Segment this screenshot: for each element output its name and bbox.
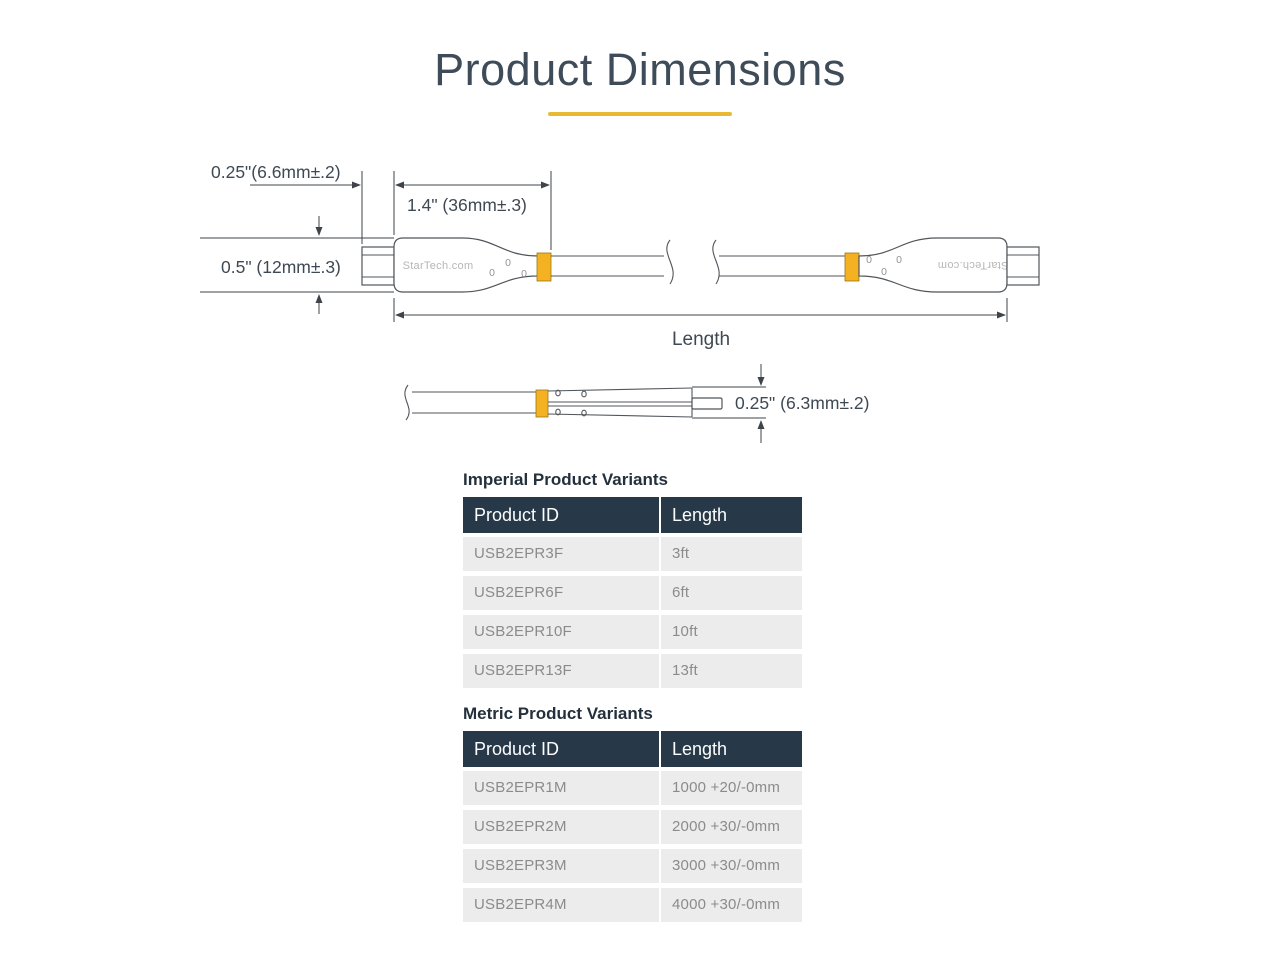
connector-thickness-label: 0.25" (6.3mm±.2) [735,393,869,413]
cable-break-squiggle [666,239,674,285]
right-accent-band [844,252,860,282]
cable-break-squiggle [712,239,720,285]
length-cell: 3000 +30/-0mm [661,849,802,883]
dimension-arrow-icon [757,377,765,386]
dimension-arrow-icon [541,181,550,189]
mold-mark: 0 [489,267,495,279]
table-row: USB2EPR13F 13ft [463,654,802,688]
table-header-row: Product ID Length [463,497,802,533]
dimension-arrow-icon [352,181,361,189]
variant-tables: Imperial Product Variants Product ID Len… [463,471,802,922]
length-cell: 6ft [661,576,802,610]
connector-height-label: 0.5" (12mm±.3) [221,257,341,277]
cable-length-label: Length [672,329,730,350]
cable-side-view: 0.25" (6.3mm±.2) [404,364,869,443]
column-header-product-id: Product ID [463,497,659,533]
side-accent-band [535,389,549,418]
dimension-arrow-icon [395,181,404,189]
table-header-row: Product ID Length [463,731,802,767]
length-cell: 4000 +30/-0mm [661,888,802,922]
column-header-length: Length [661,497,802,533]
mold-mark: 0 [896,254,902,266]
tip-length-dimension: 0.25"(6.6mm±.2) [211,162,552,250]
product-id-cell: USB2EPR1M [463,771,659,805]
product-id-cell: USB2EPR13F [463,654,659,688]
metric-table: Product ID Length USB2EPR1M 1000 +20/-0m… [463,731,802,922]
length-cell: 13ft [661,654,802,688]
table-row: USB2EPR4M 4000 +30/-0mm [463,888,802,922]
dimension-arrow-icon [395,311,404,319]
product-id-cell: USB2EPR3M [463,849,659,883]
dimension-arrow-icon [315,294,323,303]
table-row: USB2EPR2M 2000 +30/-0mm [463,810,802,844]
brand-logo-left: StarTech.com [403,260,474,272]
length-cell: 1000 +20/-0mm [661,771,802,805]
column-header-length: Length [661,731,802,767]
product-id-cell: USB2EPR6F [463,576,659,610]
brand-logo-right: StarTech.com [938,259,1009,271]
table-row: USB2EPR10F 10ft [463,615,802,649]
product-id-cell: USB2EPR3F [463,537,659,571]
mold-mark: 0 [881,266,887,278]
mold-mark: 0 [521,268,527,280]
left-plug-tip [361,246,395,286]
dimension-arrow-icon [757,420,765,429]
column-header-product-id: Product ID [463,731,659,767]
title-underline [548,112,732,116]
table-row: USB2EPR1M 1000 +20/-0mm [463,771,802,805]
dimension-arrow-icon [997,311,1006,319]
dimension-arrow-icon [315,227,323,236]
body-length-label: 1.4" (36mm±.3) [407,195,527,215]
cable-top-view: StarTech.com 0 0 0 0 0 0 StarTech.com [361,237,1040,293]
tip-length-label: 0.25"(6.6mm±.2) [211,162,341,182]
right-plug-tip [1006,246,1040,286]
left-accent-band [536,252,552,282]
table-row: USB2EPR3F 3ft [463,537,802,571]
table-row: USB2EPR6F 6ft [463,576,802,610]
product-id-cell: USB2EPR2M [463,810,659,844]
page-title: Product Dimensions [434,44,846,95]
cable-length-dimension: Length [393,298,1008,350]
cable-break-squiggle [404,384,410,421]
table-row: USB2EPR3M 3000 +30/-0mm [463,849,802,883]
side-plug-tip [691,397,723,410]
length-cell: 2000 +30/-0mm [661,810,802,844]
product-id-cell: USB2EPR10F [463,615,659,649]
left-connector-body [393,237,539,293]
product-id-cell: USB2EPR4M [463,888,659,922]
body-length-dimension: 1.4" (36mm±.3) [395,181,550,215]
length-cell: 3ft [661,537,802,571]
imperial-table-title: Imperial Product Variants [463,470,669,489]
metric-table-title: Metric Product Variants [463,704,653,723]
mold-mark: 0 [505,257,511,269]
mold-mark: 0 [866,254,872,266]
connector-height-dimension: 0.5" (12mm±.3) [200,216,394,314]
cable-dimension-diagram: 0.25"(6.6mm±.2) 1.4" (36mm±.3) 0.5" (12m… [200,162,1040,443]
imperial-table: Product ID Length USB2EPR3F 3ft USB2EPR6… [463,497,802,688]
length-cell: 10ft [661,615,802,649]
